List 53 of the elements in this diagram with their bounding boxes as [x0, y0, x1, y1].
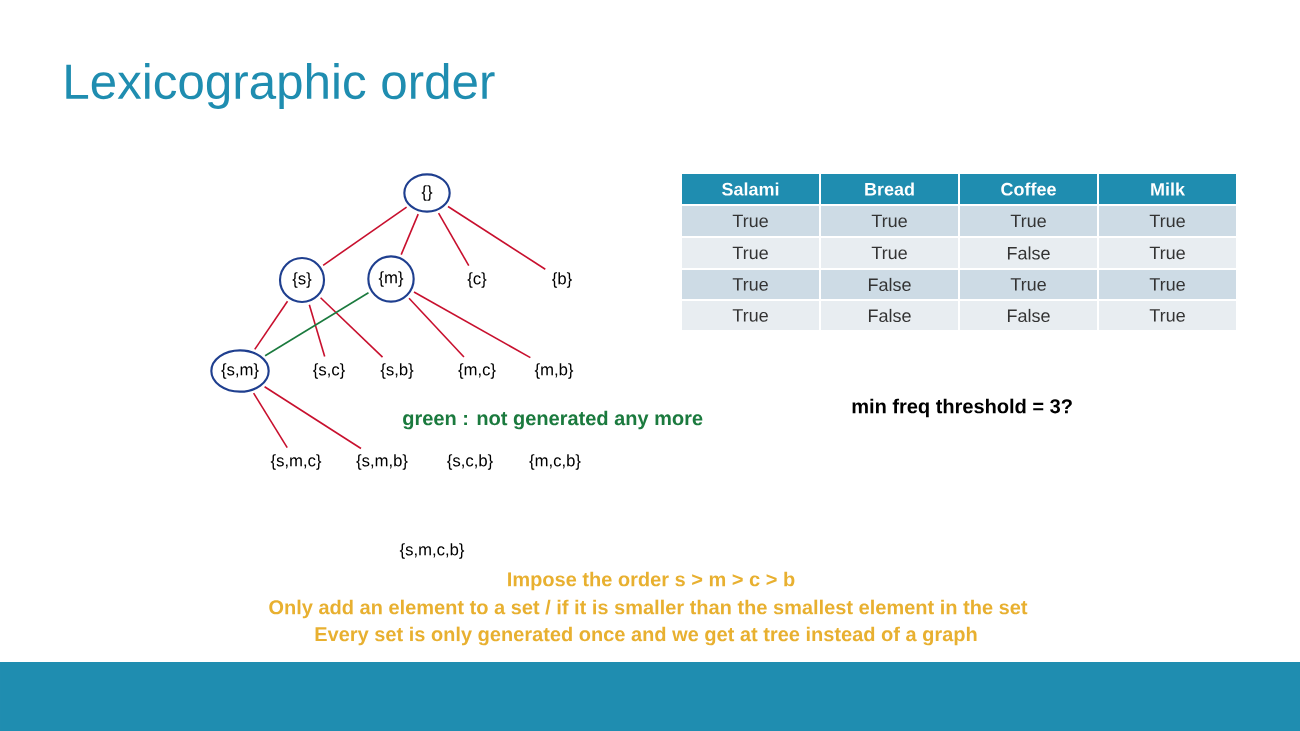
table-cell: True: [1099, 301, 1236, 330]
tree-edge: [264, 291, 370, 357]
table-cell: True: [1099, 206, 1236, 236]
tree-edge: [322, 206, 408, 267]
tree-edge: [253, 300, 289, 351]
itemset-label: {m,c}: [458, 363, 496, 379]
table-header-cell: Coffee: [960, 174, 1097, 204]
slide-title: Lexicographic order: [66, 63, 495, 109]
tree-edge: [447, 205, 547, 271]
tree-edge: [319, 297, 384, 358]
itemset-label: {m,c,b}: [529, 454, 581, 470]
itemset-label: {b}: [552, 272, 572, 288]
table-cell: True: [821, 206, 958, 236]
itemset-label: {s,c,b}: [447, 454, 493, 470]
itemset-label: {s,m,c}: [270, 454, 322, 470]
itemset-label: {m,b}: [534, 363, 574, 379]
circled-itemset: {}: [403, 173, 451, 213]
rule-text: Every set is only generated once and we get at tree instead of a graph: [315, 626, 977, 646]
table-header-cell: Salami: [682, 174, 819, 204]
table-cell: True: [1099, 238, 1236, 268]
tree-edge: [400, 213, 419, 256]
table-cell: True: [682, 238, 819, 268]
circled-itemset: {s}: [278, 256, 326, 304]
table-cell: True: [821, 238, 958, 268]
itemset-label: {c}: [467, 272, 487, 288]
table-header-cell: Bread: [821, 174, 958, 204]
tree-edge: [263, 385, 362, 450]
itemset-label: {s,m,b}: [356, 454, 408, 470]
circled-itemset: {s,m}: [210, 349, 270, 393]
tree-edge: [437, 212, 470, 267]
note-text: green : not generated any more: [403, 410, 703, 430]
table-cell: False: [821, 301, 958, 330]
table-cell: True: [960, 270, 1097, 299]
itemset-label: {s,c}: [313, 363, 345, 379]
itemset-label: {s,b}: [380, 363, 414, 379]
circled-itemset: {m}: [367, 255, 415, 303]
tree-edge: [308, 303, 326, 358]
note-text: min freq threshold = 3?: [852, 398, 1072, 418]
table-cell: True: [682, 270, 819, 299]
table-cell: False: [960, 301, 1097, 330]
tree-edge: [408, 297, 465, 358]
itemset-label: {s,m,c,b}: [399, 543, 465, 559]
table-cell: False: [960, 238, 1097, 268]
table-cell: True: [682, 206, 819, 236]
table-cell: True: [960, 206, 1097, 236]
table-cell: True: [1099, 270, 1236, 299]
table-cell: True: [682, 301, 819, 330]
table-header-cell: Milk: [1099, 174, 1236, 204]
tree-edge: [413, 291, 532, 359]
tree-edge: [252, 392, 288, 449]
rule-text: Impose the order s > m > c > b: [508, 571, 795, 591]
rule-text: Only add an element to a set / if it is smaller than the smallest element in the set: [269, 599, 1028, 619]
table-cell: False: [821, 270, 958, 299]
